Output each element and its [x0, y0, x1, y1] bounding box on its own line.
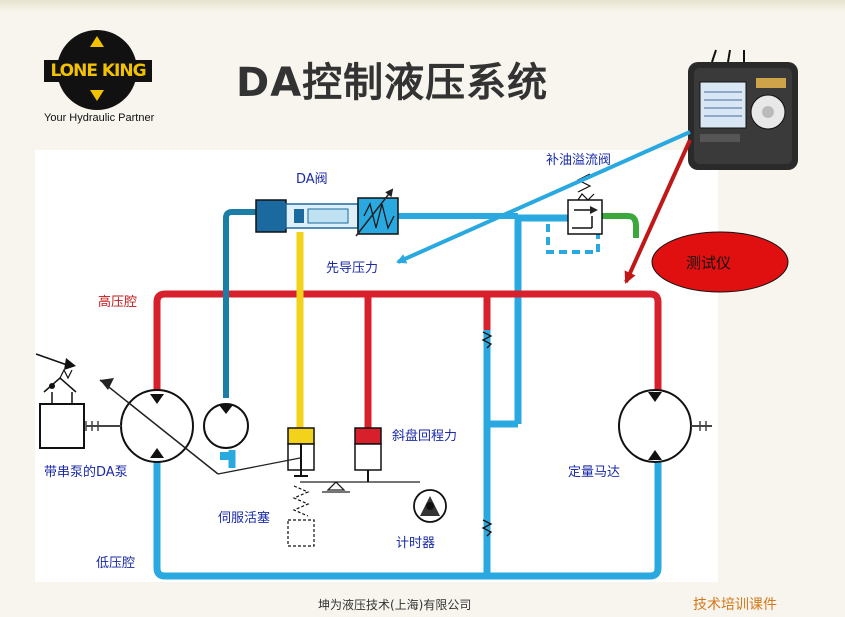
servo-piston [287, 427, 315, 547]
variable-pump-icon [85, 378, 219, 475]
fixed-pump-icon [203, 403, 249, 460]
da-valve [255, 188, 399, 237]
footer-course: 技术培训课件 [693, 597, 777, 613]
tester-arrow-blue [396, 130, 691, 264]
top-band [0, 0, 845, 12]
logo-triangle-down-icon [90, 90, 104, 101]
relief-drain-line [546, 224, 600, 254]
mechanical-linkage [217, 457, 431, 513]
tester-arrow-red [624, 139, 692, 284]
handheld-tester-icon [688, 49, 798, 170]
charge-relief-valve [567, 173, 603, 235]
pilot-pressure-label: 先导压力 [326, 261, 378, 276]
drain-line [602, 213, 639, 238]
footer-company: 坤为液压技术(上海)有限公司 [318, 598, 472, 612]
charge-relief-valve-label: 补油溢流阀 [546, 153, 611, 168]
da-valve-label: DA阀 [296, 172, 328, 187]
tester-badge [651, 231, 789, 293]
da-pump-label: 带串泵的DA泵 [44, 464, 128, 480]
logo-tagline: Your Hydraulic Partner [44, 112, 155, 124]
tester-label: 测试仪 [686, 254, 731, 272]
low-pressure-chamber-label: 低压腔 [96, 556, 135, 571]
logo-triangle-up-icon [90, 36, 104, 47]
high-pressure-loop [153, 290, 662, 428]
swashplate-return-piston [354, 427, 382, 482]
logo-brand: LONE KING [44, 60, 152, 82]
pilot-line [223, 209, 258, 398]
fixed-motor-icon [618, 389, 712, 463]
timer-label: 计时器 [396, 536, 435, 551]
swashplate-return-force-label: 斜盘回程力 [392, 428, 457, 444]
page-title: DA控制液压系统 [236, 60, 549, 106]
check-relief-valves [481, 331, 493, 537]
high-pressure-chamber-label: 高压腔 [98, 294, 137, 310]
drive-unit [35, 353, 85, 449]
servo-piston-label: 伺服活塞 [218, 510, 270, 526]
company-logo: LONE KING Your Hydraulic Partner [40, 30, 160, 130]
timer-icon [413, 489, 447, 523]
fixed-motor-label: 定量马达 [568, 465, 620, 480]
